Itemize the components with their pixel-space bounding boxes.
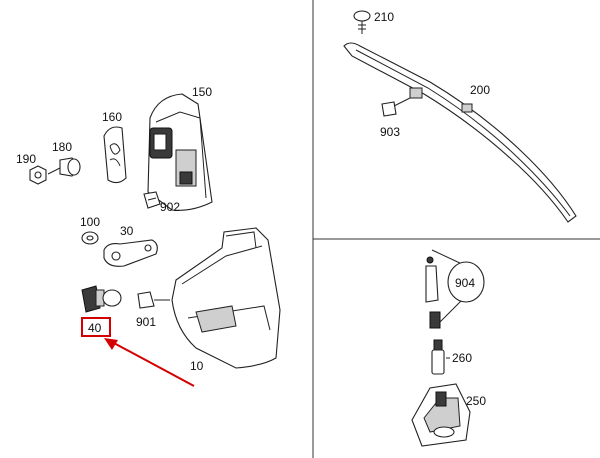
- washer-100: [81, 231, 99, 245]
- label-100: 100: [80, 215, 100, 229]
- label-260: 260: [452, 351, 472, 365]
- label-200: 200: [470, 83, 490, 97]
- screw-210: [353, 10, 371, 34]
- label-160: 160: [102, 110, 122, 124]
- label-904: 904: [455, 276, 475, 290]
- label-902: 902: [160, 200, 180, 214]
- label-150: 150: [192, 85, 212, 99]
- reflector-160: [103, 126, 127, 184]
- bulb-180: [47, 157, 81, 177]
- connector-902: [143, 191, 161, 209]
- bracket-30: [103, 239, 158, 267]
- label-180: 180: [52, 140, 72, 154]
- trim-strip-200: [343, 42, 577, 223]
- bulb-260: [431, 339, 450, 375]
- highlight-arrow: [104, 338, 195, 387]
- label-903: 903: [380, 125, 400, 139]
- connector-901: [137, 291, 170, 309]
- license-lamp-250: [411, 383, 471, 447]
- label-250: 250: [466, 394, 486, 408]
- label-30: 30: [120, 224, 134, 238]
- lamp-housing-150: [147, 93, 213, 211]
- label-190: 190: [16, 152, 36, 166]
- clip-903: [381, 97, 411, 117]
- highlight-box-40: [81, 317, 111, 337]
- fastener-group-904: [425, 249, 463, 329]
- label-901: 901: [136, 315, 156, 329]
- label-40: 40: [88, 321, 102, 335]
- bulb-holder-40: [81, 285, 122, 313]
- tail-lamp-10: [171, 227, 281, 369]
- callout-circle-904: [447, 261, 485, 303]
- label-10: 10: [190, 359, 204, 373]
- label-210: 210: [374, 10, 394, 24]
- nut-190: [29, 165, 47, 185]
